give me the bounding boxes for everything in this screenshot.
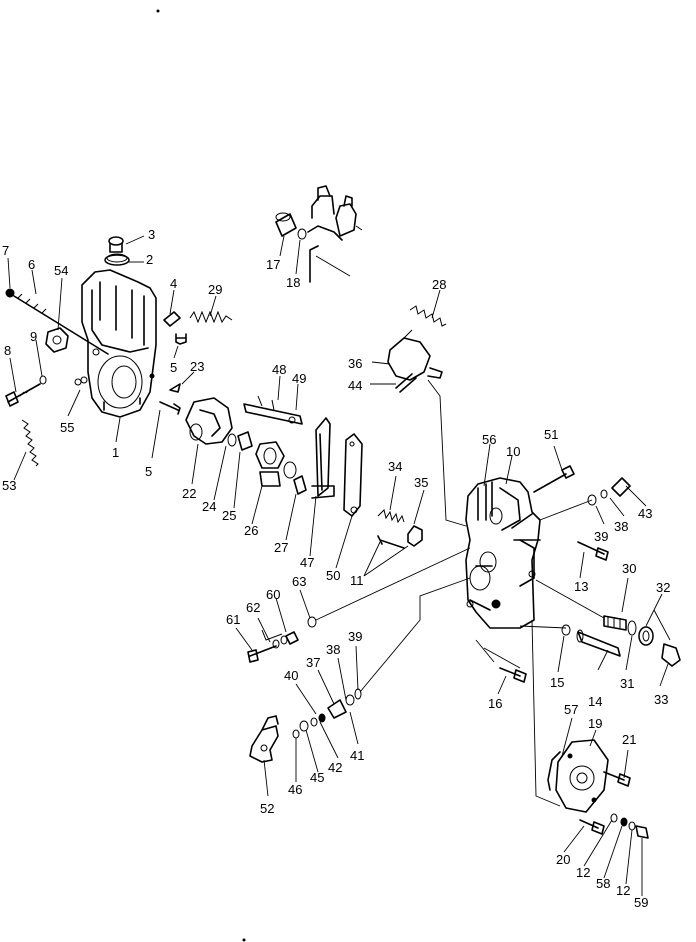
callout-label: 25 [222,508,236,523]
spring-part [409,305,447,327]
screw-part [577,477,631,561]
callout-label: 8 [4,343,11,358]
link-part [343,433,363,517]
callout-label: 35 [414,475,428,490]
callout-label: 40 [284,668,298,683]
callout-label: 39 [594,529,608,544]
callout-label: 46 [288,782,302,797]
callout-label: 60 [266,587,280,602]
callout-label: 37 [306,655,320,670]
callout-label: 5 [170,360,177,375]
callout-label: 29 [208,282,222,297]
sleeve-part [227,431,307,495]
governor-body-part [465,477,541,629]
lever-part [311,417,335,499]
callout-label: 24 [202,499,216,514]
callout-label: 2 [146,252,153,267]
bolt-part [533,465,575,493]
flyweight-part [185,397,233,445]
callout-label: 45 [310,770,324,785]
callout-label: 12 [616,883,630,898]
callout-label: 6 [28,257,35,272]
callout-label: 48 [272,362,286,377]
callout-label: 16 [488,696,502,711]
callout-label: 14 [588,694,602,709]
callout-label: 32 [656,580,670,595]
callout-label: 28 [432,277,446,292]
callout-label: 53 [2,478,16,493]
callout-label: 54 [54,263,68,278]
callout-label: 52 [260,801,274,816]
callout-label: 42 [328,760,342,775]
bolt-part [5,375,82,407]
lever-part [387,329,443,393]
callout-label: 30 [622,561,636,576]
callout-label: 39 [348,629,362,644]
callout-label: 38 [326,642,340,657]
callout-label: 13 [574,579,588,594]
callout-labels: 1 2 3 4 5 5 6 7 8 9 10 11 12 12 13 14 15… [2,227,670,910]
callout-label: 44 [348,378,362,393]
clip-part [163,310,233,327]
callout-label: 61 [226,612,240,627]
callout-label: 49 [292,371,306,386]
seal-stack-part [310,688,362,727]
callout-label: 18 [286,275,300,290]
callout-label: 1 [112,445,119,460]
callout-label: 58 [596,876,610,891]
callout-label: 33 [654,692,668,707]
callout-label: 43 [638,506,652,521]
spring-part [21,419,39,467]
callout-label: 12 [576,865,590,880]
callout-label: 11 [350,573,364,588]
callout-label: 7 [2,243,9,258]
screw-part [159,333,187,415]
callout-label: 5 [145,464,152,479]
leader-lines [7,235,671,896]
callout-label: 27 [274,540,288,555]
callout-label: 62 [246,600,260,615]
callout-label: 3 [148,227,155,242]
callout-label: 23 [190,359,204,374]
callout-label: 51 [544,427,558,442]
governor-housing-part [80,236,157,418]
callout-label: 21 [622,732,636,747]
screw-part [579,771,649,839]
callout-label: 41 [350,748,364,763]
pin-part [169,383,181,393]
spring-part [377,509,423,549]
screw-part [247,616,317,663]
cover-plate-part [547,739,609,813]
callout-label: 47 [300,555,314,570]
callout-label: 34 [388,459,402,474]
plunger-part [561,624,621,657]
callout-label: 63 [292,574,306,589]
callout-label: 57 [564,702,578,717]
lever-part [249,715,309,763]
callout-label: 50 [326,568,340,583]
callout-label: 55 [60,420,74,435]
callout-label: 9 [30,329,37,344]
plunger-part [603,615,681,667]
callout-label: 10 [506,444,520,459]
callout-label: 56 [482,432,496,447]
callout-label: 22 [182,486,196,501]
callout-label: 59 [634,895,648,910]
linkage-top-part [275,185,363,283]
callout-label: 17 [266,257,280,272]
callout-label: 19 [588,716,602,731]
callout-label: 20 [556,852,570,867]
bolt-part [499,667,527,683]
rod-part [5,288,109,355]
plate-part [243,395,303,425]
callout-label: 38 [614,519,628,534]
callout-label: 4 [170,276,177,291]
nut-part [45,327,69,353]
callout-label: 15 [550,675,564,690]
callout-label: 31 [620,676,634,691]
callout-label: 36 [348,356,362,371]
callout-label: 26 [244,523,258,538]
